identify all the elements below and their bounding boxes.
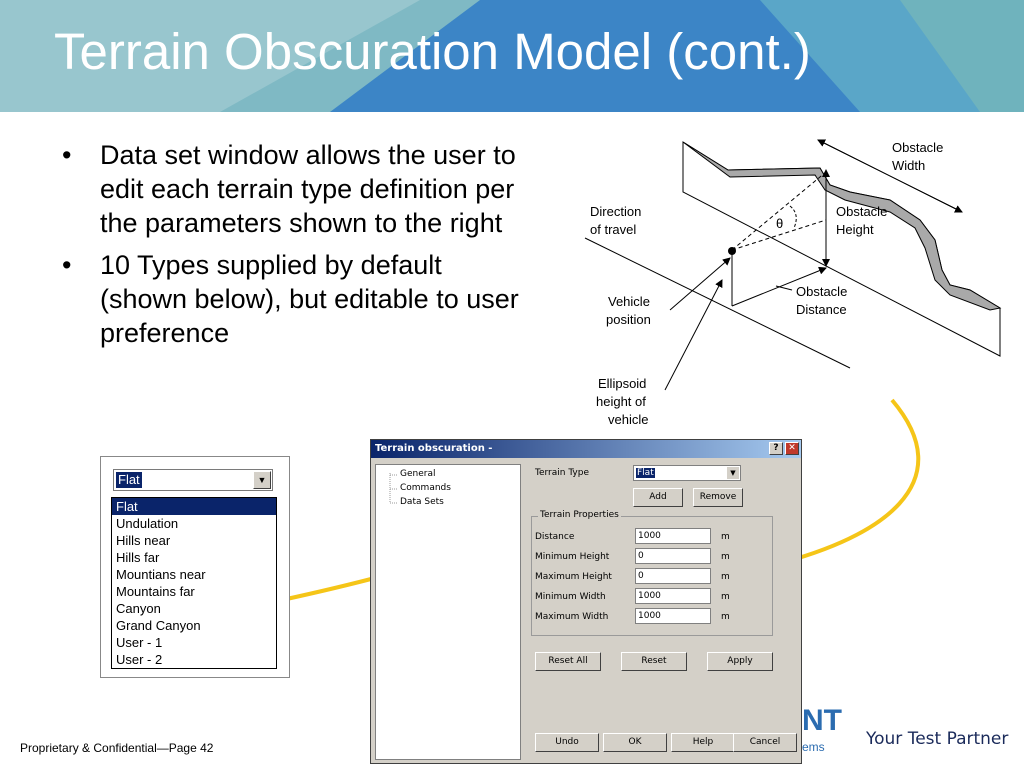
help-button[interactable]: Help — [671, 733, 735, 752]
maximum-height-label: Maximum Height — [535, 572, 612, 582]
obstacle-height-label-2: Height — [836, 222, 874, 237]
close-icon[interactable]: ✕ — [785, 442, 799, 455]
list-item[interactable]: Canyon — [116, 601, 161, 616]
arrow-to-properties — [744, 398, 921, 583]
settings-tree: General Commands Data Sets — [375, 464, 521, 760]
minimum-width-field[interactable]: 1000 — [635, 588, 711, 604]
tagline: Your Test Partner — [866, 729, 1009, 749]
dropdown-selected-value: Flat — [116, 472, 142, 488]
terrain-type-dropdown[interactable]: Flat ▼ — [113, 469, 273, 491]
maximum-width-unit: m — [721, 612, 730, 622]
obstacle-distance-label-1: Obstacle — [796, 284, 847, 299]
company-logo-sub: ems — [802, 740, 825, 754]
remove-button[interactable]: Remove — [693, 488, 743, 507]
apply-button[interactable]: Apply — [707, 652, 773, 671]
undo-button[interactable]: Undo — [535, 733, 599, 752]
list-item[interactable]: Flat — [112, 498, 276, 515]
title-banner: Terrain Obscuration Model (cont.) — [0, 0, 1024, 112]
chevron-down-icon[interactable]: ▼ — [253, 471, 271, 489]
tree-lines — [389, 473, 398, 504]
terrain-type-value: Flat — [636, 468, 655, 478]
obstacle-distance-label-2: Distance — [796, 302, 847, 317]
list-item[interactable]: User - 2 — [116, 652, 163, 667]
obstacle-height-label-1: Obstacle — [836, 204, 887, 219]
ellipsoid-label-1: Ellipsoid — [598, 376, 646, 391]
banner-graphic — [0, 0, 1024, 112]
footer-text: Proprietary & Confidential—Page 42 — [20, 741, 214, 755]
tree-item-data-sets[interactable]: Data Sets — [400, 497, 444, 507]
terrain-properties-label: Terrain Properties — [538, 510, 621, 520]
maximum-width-label: Maximum Width — [535, 612, 609, 622]
minimum-width-label: Minimum Width — [535, 592, 606, 602]
list-item[interactable]: Hills far — [116, 550, 160, 565]
minimum-width-unit: m — [721, 592, 730, 602]
vehicle-position-label-1: Vehicle — [608, 294, 650, 309]
distance-label: Distance — [535, 532, 575, 542]
list-item[interactable]: Hills near — [116, 533, 171, 548]
tree-item-commands[interactable]: Commands — [400, 483, 451, 493]
list-item[interactable]: Mountians near — [116, 567, 206, 582]
list-item[interactable]: Undulation — [116, 516, 179, 531]
minimum-height-field[interactable]: 0 — [635, 548, 711, 564]
terrain-type-label: Terrain Type — [535, 468, 589, 478]
add-button[interactable]: Add — [633, 488, 683, 507]
list-item[interactable]: User - 1 — [116, 635, 163, 650]
minimum-height-unit: m — [721, 552, 730, 562]
distance-field[interactable]: 1000 — [635, 528, 711, 544]
ellipsoid-label-2: height of — [596, 394, 646, 409]
obstacle-width-label-2: Width — [892, 158, 925, 173]
company-logo: NT — [802, 704, 842, 737]
dialog-title-bar: Terrain obscuration - ? ✕ — [371, 440, 801, 458]
help-icon[interactable]: ? — [769, 442, 783, 455]
slide-title: Terrain Obscuration Model (cont.) — [54, 23, 811, 80]
terrain-obscuration-dialog: Terrain obscuration - ? ✕ General Comman… — [370, 439, 802, 764]
bullet-item: Data set window allows the user to edit … — [60, 138, 530, 240]
ok-button[interactable]: OK — [603, 733, 667, 752]
vehicle-position-label-2: position — [606, 312, 651, 327]
direction-label-1: Direction — [590, 204, 641, 219]
terrain-type-select[interactable]: Flat ▼ — [633, 465, 741, 481]
terrain-diagram: Obstacle Width Obstacle Height Direction… — [584, 139, 1002, 427]
list-item[interactable]: Grand Canyon — [116, 618, 201, 633]
reset-button[interactable]: Reset — [621, 652, 687, 671]
maximum-height-field[interactable]: 0 — [635, 568, 711, 584]
cancel-button[interactable]: Cancel — [733, 733, 797, 752]
bullet-list: Data set window allows the user to edit … — [60, 138, 530, 358]
obstacle-width-label-1: Obstacle — [892, 140, 943, 155]
distance-unit: m — [721, 532, 730, 542]
terrain-type-list: Flat Undulation Hills near Hills far Mou… — [111, 497, 277, 669]
theta-label: θ — [776, 216, 783, 231]
chevron-down-icon[interactable]: ▼ — [727, 467, 739, 479]
terrain-properties-group: Terrain Properties — [531, 510, 773, 636]
dialog-title: Terrain obscuration - — [375, 443, 493, 454]
direction-label-2: of travel — [590, 222, 636, 237]
list-item[interactable]: Mountains far — [116, 584, 195, 599]
terrain-dropdown-panel: Flat ▼ Flat Undulation Hills near Hills … — [100, 456, 290, 678]
maximum-height-unit: m — [721, 572, 730, 582]
minimum-height-label: Minimum Height — [535, 552, 610, 562]
bullet-item: 10 Types supplied by default (shown belo… — [60, 248, 530, 350]
reset-all-button[interactable]: Reset All — [535, 652, 601, 671]
ellipsoid-label-3: vehicle — [608, 412, 648, 427]
tree-item-general[interactable]: General — [400, 469, 436, 479]
maximum-width-field[interactable]: 1000 — [635, 608, 711, 624]
